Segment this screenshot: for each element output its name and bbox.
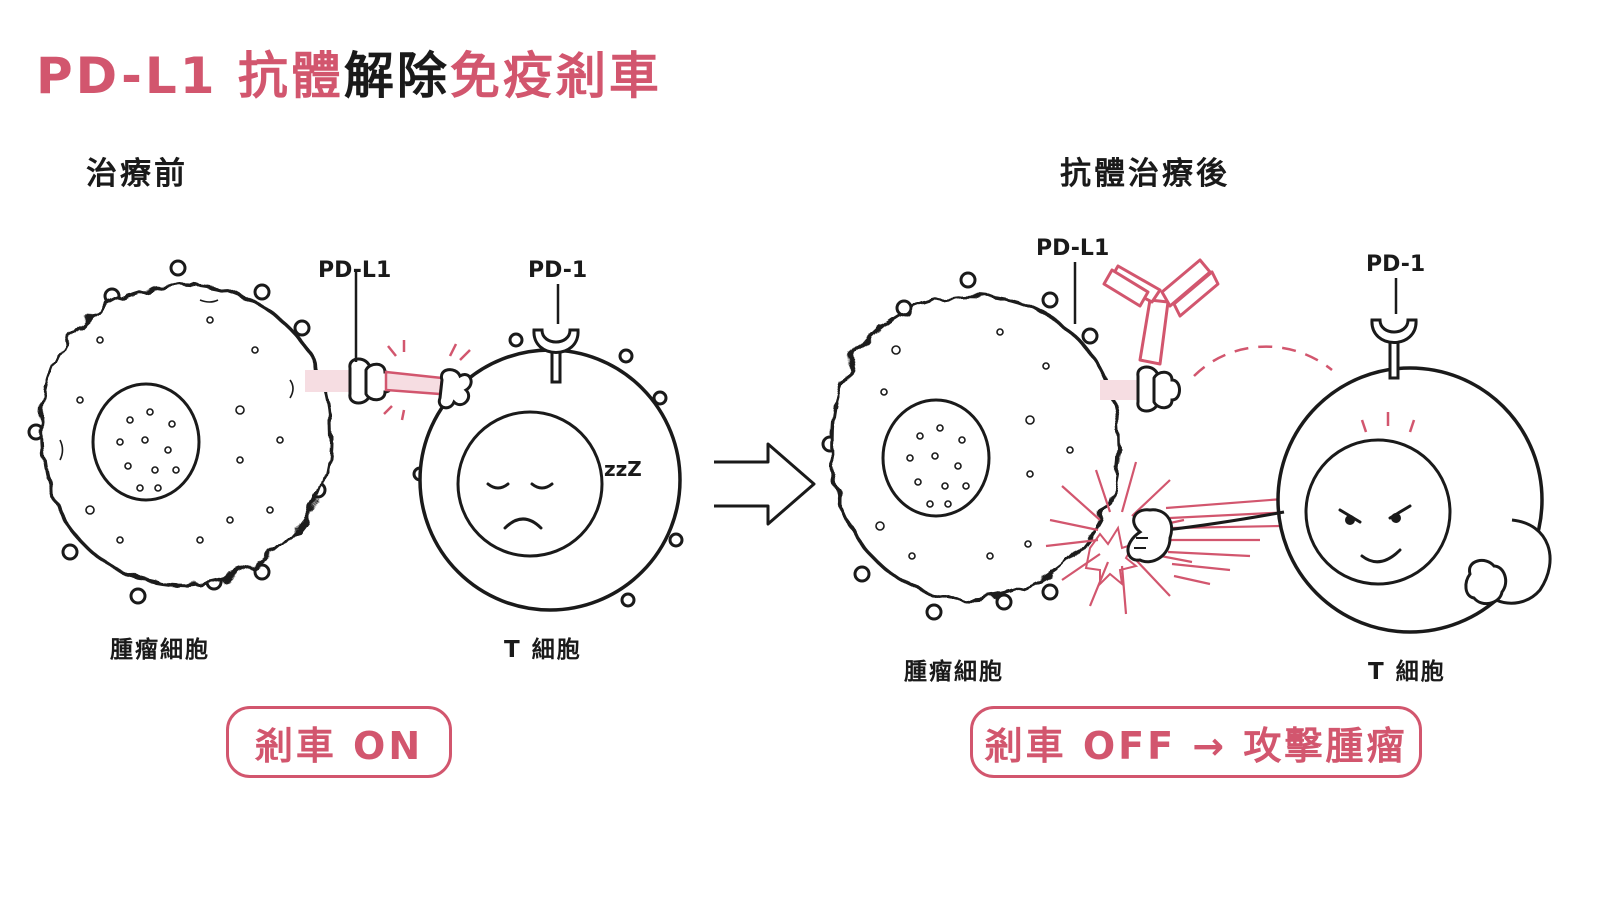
pdl1-label-before: PD-L1 [318, 258, 392, 283]
tumor-cell-after [821, 271, 1120, 621]
brake-off-badge: 剎車 OFF → 攻擊腫瘤 [970, 706, 1422, 778]
punch-speed-lines [1165, 496, 1297, 586]
brake-on-badge: 剎車 ON [226, 706, 452, 778]
title-part-release: 解除 [343, 47, 450, 105]
pd1-label-before: PD-1 [528, 258, 588, 283]
sleep-zzz: zzZ [604, 457, 642, 481]
pdl1-binding-before [305, 270, 471, 421]
tcell-label-before: T 細胞 [504, 637, 582, 663]
pdl1-antibody-after [1073, 258, 1220, 413]
tumor-label-before: 腫瘤細胞 [110, 637, 210, 663]
transition-arrow [714, 442, 816, 526]
pd1-label-after: PD-1 [1366, 252, 1426, 277]
after-heading: 抗體治療後 [1060, 156, 1230, 192]
before-heading: 治療前 [86, 156, 188, 192]
pdl1-label-after: PD-L1 [1036, 236, 1110, 261]
tumor-label-after: 腫瘤細胞 [904, 659, 1004, 685]
t-cell-after [1126, 278, 1552, 634]
title-part-antibody: PD-L1 抗體 [36, 47, 344, 105]
blocked-signal-arc [1193, 345, 1333, 377]
tcell-label-after: T 細胞 [1368, 659, 1446, 685]
tumor-cell-before [27, 259, 332, 605]
t-cell-before [412, 284, 684, 612]
title-part-brake: 免疫剎車 [449, 47, 662, 105]
page-title: PD-L1 抗體解除免疫剎車 [36, 36, 662, 108]
